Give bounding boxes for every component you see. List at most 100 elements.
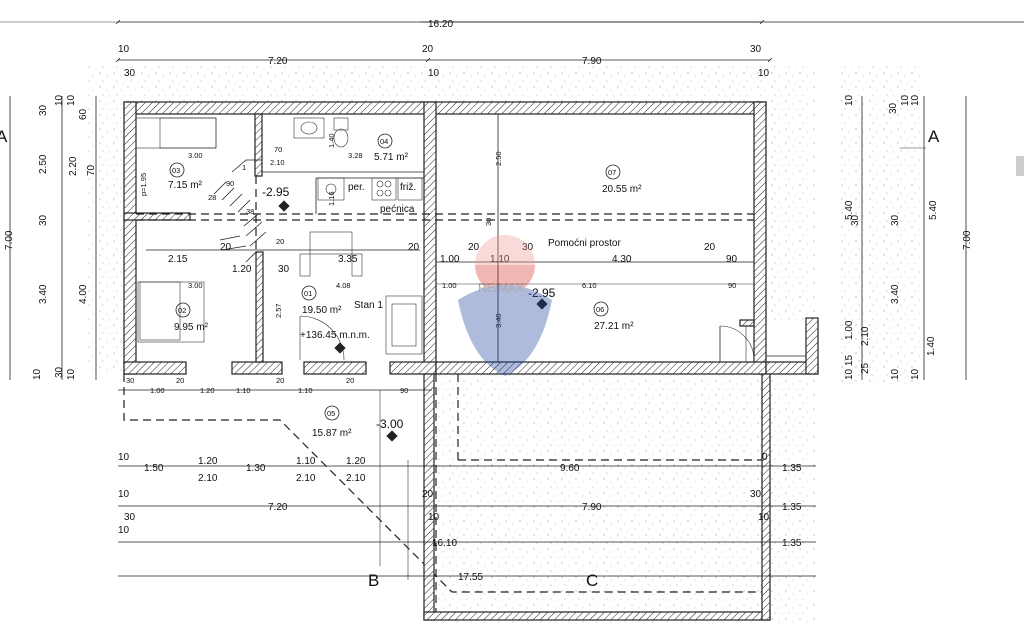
dim-l2-b: 7.90 [582,502,602,513]
dim-left-250: 2.50 [38,154,49,174]
dim-top-right: 7.90 [582,56,602,67]
dim-right-540b: 5.40 [928,200,939,220]
room-07-num: 07 [608,168,616,177]
dim-top-30a: 30 [124,68,136,79]
dim-r1-b: 1.20 [232,264,252,275]
dim-l2-10b: 10 [428,512,440,523]
dim-l2-20: 20 [422,489,434,500]
room-02-area: 9.95 m² [174,322,209,333]
dim-l4: 17.55 [458,572,483,583]
dim-r1-20d: 20 [704,242,716,253]
level-a: -2.95 [262,185,290,199]
dim-r1-e: 1.00 [440,254,460,265]
room-03-area: 7.15 m² [168,180,203,191]
room-06-area: 27.21 m² [594,321,634,332]
dim-i-30v: 30 [484,218,493,226]
dim-right-10b: 10 [900,94,911,106]
room-07-area: 20.55 m² [602,184,642,195]
dim-l1-mid: 9.60 [560,463,580,474]
dim-i-610: 6.10 [582,281,597,290]
dim-b1-6: 1.10 [298,386,313,395]
dim-l2-a: 7.20 [268,502,288,513]
dim-right-10c: 10 [890,368,901,380]
dim-i-408: 4.08 [336,281,351,290]
dim-l3-right: 1.35 [782,538,802,549]
interior-dim-row: 2.15 1.20 30 3.35 20 20 1.00 1.10 20 30 … [168,242,738,275]
dim-l3-a: 16.10 [432,538,457,549]
bottom-row1-dims: 30 1.00 20 1.20 1.10 20 1.10 20 90 [126,376,408,395]
room-01-name: Stan 1 [354,300,383,311]
right-dimension-lines [861,96,967,380]
dim-r1-30: 30 [522,242,534,253]
dim-r1-d: 3.35 [338,254,358,265]
dim-left-10d: 10 [66,368,77,380]
furniture [135,117,423,361]
level-b: -2.95 [528,286,556,300]
dim-i-300b: 3.00 [188,281,203,290]
dim-top-20: 20 [422,44,434,55]
dim-l3-10: 10 [118,525,130,536]
dim-l2-10: 10 [118,489,130,500]
remax-watermark: RE/MAX [458,235,552,376]
dim-r1-20c: 20 [468,242,480,253]
room-labels: 03 7.15 m² 04 5.71 m² 07 20.55 m² 02 9.9… [168,133,642,442]
room-06-num: 06 [596,305,604,314]
dim-top-10a: 10 [118,44,130,55]
dim-i-257: 2.57 [274,303,283,318]
level-d: +136.45 m.n.m. [300,330,370,341]
section-c: C [586,571,598,590]
dim-i-70: 70 [274,145,282,154]
dim-top-10c: 10 [758,68,770,79]
room-02-num: 02 [178,306,186,315]
dim-l2-30: 30 [124,512,136,523]
stair-20: 20 [276,237,284,246]
dim-l1-right: 1.35 [782,463,802,474]
dim-i-90: 90 [728,281,736,290]
room-01-area: 19.50 m² [302,305,342,316]
dim-l1-sub2: 2.10 [346,473,366,484]
label-per: per. [348,182,365,193]
room-04-area: 5.71 m² [374,152,409,163]
scrollbar-thumb[interactable] [1016,156,1024,176]
dim-right-140: 1.40 [926,336,937,356]
dim-right-25: 25 [860,362,871,374]
dim-left-10b: 10 [66,94,77,106]
section-b: B [368,571,379,590]
dim-l2-10c: 10 [758,512,770,523]
label-pecnica: pećnica [380,204,415,215]
dim-i-p195: p=1.95 [139,173,148,196]
label-pomocni: Pomoćni prostor [548,238,621,249]
dim-r1-g: 4.30 [612,254,632,265]
dim-overall-top: 16.20 [428,19,453,30]
walls [123,101,819,375]
dim-i-210: 2.10 [270,158,285,167]
left-dimension-lines [9,96,97,380]
dim-r1-20b: 20 [408,242,420,253]
dim-i-340: 3.40 [494,313,503,328]
dim-b1-3: 1.20 [200,386,215,395]
dim-r1-20a: 20 [220,242,232,253]
dim-b1-1: 1.00 [150,386,165,395]
room-05-area: 15.87 m² [312,428,352,439]
dim-right-10a: 10 [844,94,855,106]
dim-left-30c: 30 [54,366,65,378]
dim-b1-4: 1.10 [236,386,251,395]
dim-left-30b: 30 [38,214,49,226]
dim-l1-d: 1.10 [296,456,316,467]
section-a-left: A [0,127,8,146]
dim-i-116: 1.16 [327,191,336,206]
dim-right-210: 2.10 [860,326,871,346]
dim-r1-h: 90 [726,254,738,265]
room-01-num: 01 [304,289,312,298]
section-a-right: A [928,127,940,146]
level-c: -3.00 [376,417,404,431]
dim-r1-f: 1.10 [490,254,510,265]
dim-right-30c: 30 [890,214,901,226]
dim-l1-0: 0 [762,452,768,463]
room-03-num: 03 [172,166,180,175]
dim-left-70: 70 [86,164,97,176]
small-interior-dims: 3.00 3.00 4.08 3.28 6.10 1.00 90 2.10 70… [139,133,736,328]
dim-right-700: 7.00 [962,230,973,250]
dim-b1-7: 20 [346,376,354,385]
